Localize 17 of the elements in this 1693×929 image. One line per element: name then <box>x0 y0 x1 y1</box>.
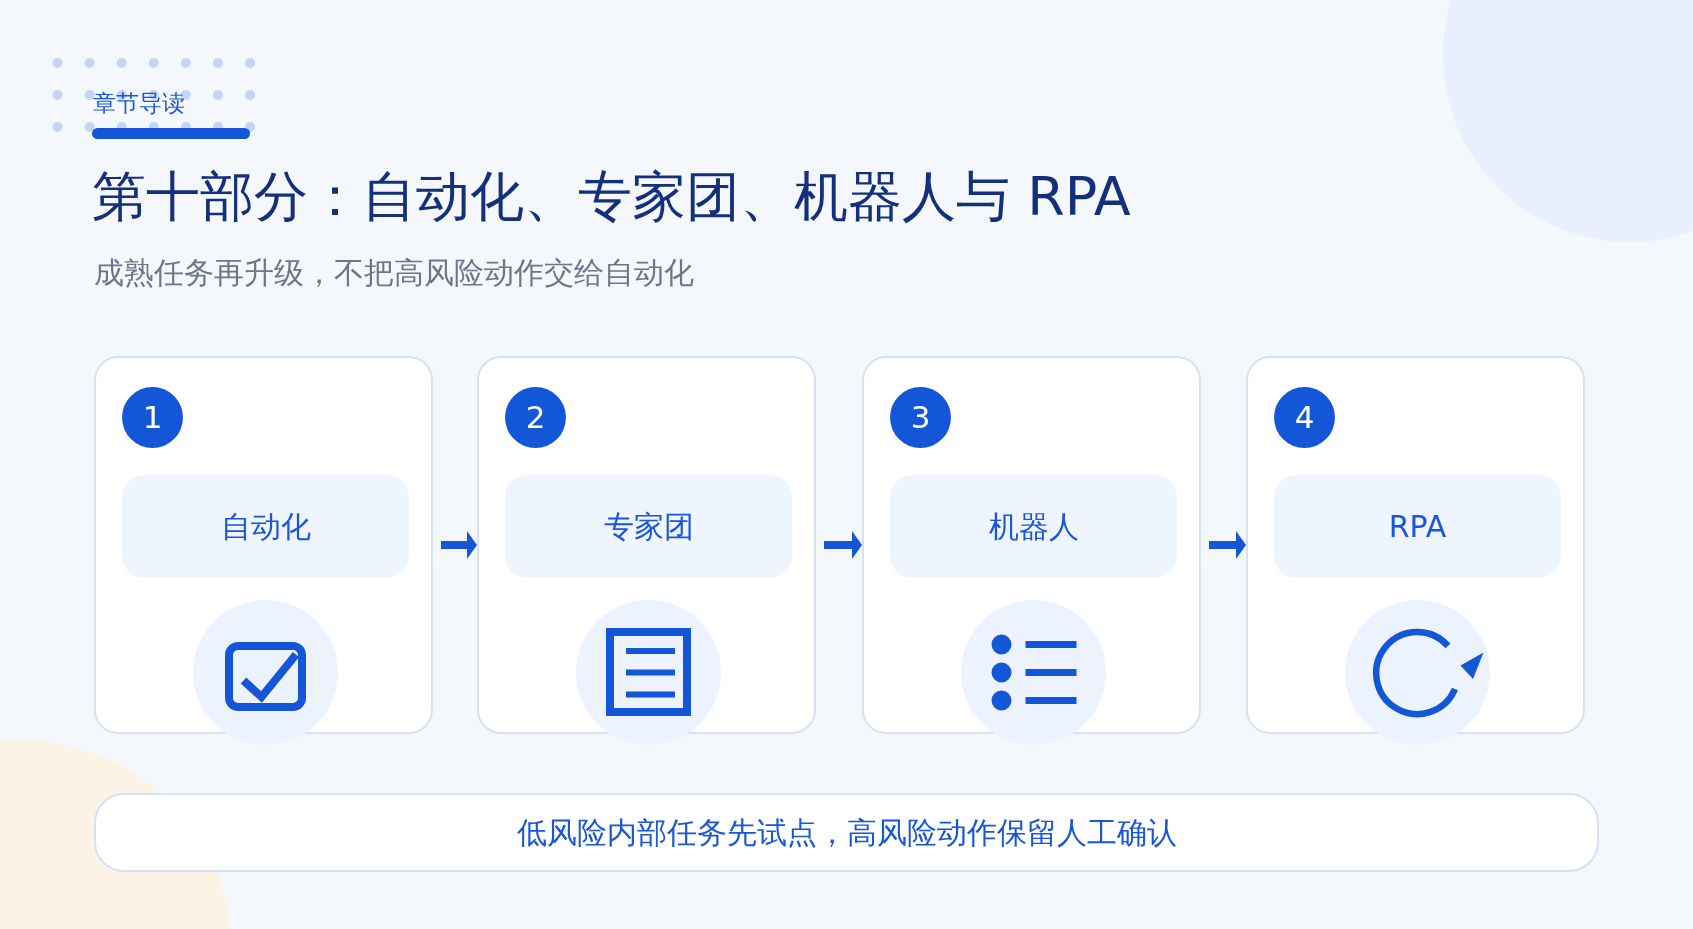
step-number: 1 <box>142 398 163 437</box>
step-number: 3 <box>910 398 931 437</box>
section-tag: 章节导读 <box>93 88 185 118</box>
note-banner <box>94 793 1599 872</box>
step-number: 4 <box>1294 398 1315 437</box>
number-badge <box>1274 387 1335 448</box>
step-title: 专家团 <box>603 507 694 546</box>
title: 第十部分：自动化、专家团、机器人与 RPA <box>92 164 1131 230</box>
step-title: RPA <box>1388 507 1447 546</box>
step-title: 自动化 <box>220 507 311 546</box>
step-number: 2 <box>525 398 546 437</box>
number-badge <box>505 387 566 448</box>
subtitle: 成熟任务再升级，不把高风险动作交给自动化 <box>94 254 694 292</box>
number-badge <box>890 387 951 448</box>
step-title: 机器人 <box>988 507 1079 546</box>
number-badge <box>122 387 183 448</box>
note-text: 低风险内部任务先试点，高风险动作保留人工确认 <box>516 813 1177 852</box>
